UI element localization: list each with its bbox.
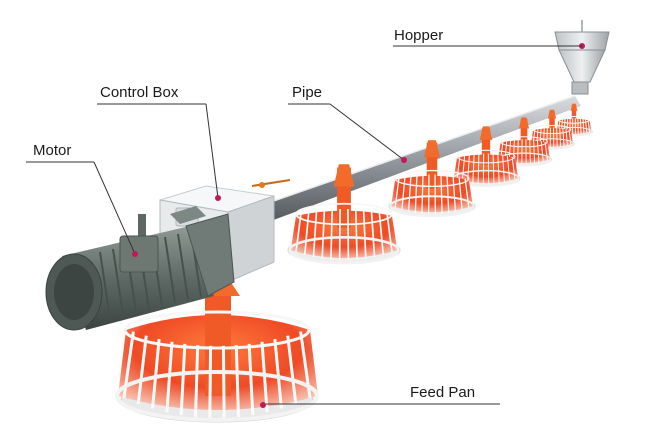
feeder-unit bbox=[287, 164, 401, 265]
feeder-unit bbox=[388, 140, 476, 218]
feed-pan-label: Feed Pan bbox=[410, 384, 475, 401]
feeder-unit bbox=[451, 126, 521, 187]
label-feed-pan: Feed Pan bbox=[260, 384, 500, 408]
label-motor: Motor bbox=[26, 142, 138, 257]
motor-label: Motor bbox=[33, 142, 71, 159]
feeder-row bbox=[287, 103, 593, 265]
label-pipe: Pipe bbox=[288, 84, 407, 163]
label-hopper: Hopper bbox=[393, 27, 585, 49]
feed-pan-front bbox=[115, 284, 319, 423]
label-control-box: Control Box bbox=[97, 84, 221, 201]
pipe-label: Pipe bbox=[292, 84, 322, 101]
motor bbox=[45, 206, 235, 331]
control-box-label: Control Box bbox=[100, 84, 179, 101]
hopper-unit bbox=[554, 20, 610, 95]
hopper-label: Hopper bbox=[394, 27, 443, 44]
